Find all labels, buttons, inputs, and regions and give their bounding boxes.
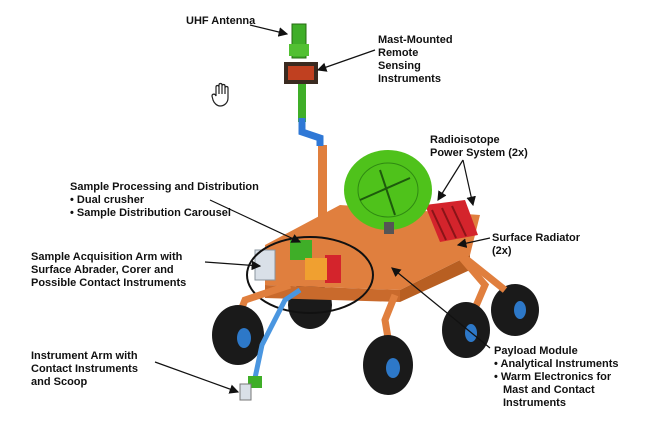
label-mast-instruments: Mast-Mounted Remote Sensing Instruments: [378, 34, 453, 85]
label-uhf-antenna: UHF Antenna: [186, 15, 256, 27]
mast: [284, 23, 327, 245]
leader-lines: [154, 24, 491, 394]
front-wheels: [212, 302, 490, 395]
rover-body: [246, 205, 480, 314]
label-instrument-arm: Instrument Arm with Contact Instruments …: [31, 350, 138, 388]
label-surface-radiator: Surface Radiator (2x): [492, 232, 581, 257]
label-rps: Radioisotope Power System (2x): [430, 134, 528, 159]
rps-units: [425, 200, 478, 242]
label-payload-module: Payload Module • Analytical Instruments …: [494, 345, 619, 409]
dish-antenna: [344, 150, 432, 234]
label-sample-acquisition-arm: Sample Acquisition Arm with Surface Abra…: [31, 251, 187, 289]
instrument-arm: [239, 287, 302, 401]
label-spd: Sample Processing and Distribution • Dua…: [70, 181, 259, 219]
hand-cursor-icon: [211, 82, 229, 107]
